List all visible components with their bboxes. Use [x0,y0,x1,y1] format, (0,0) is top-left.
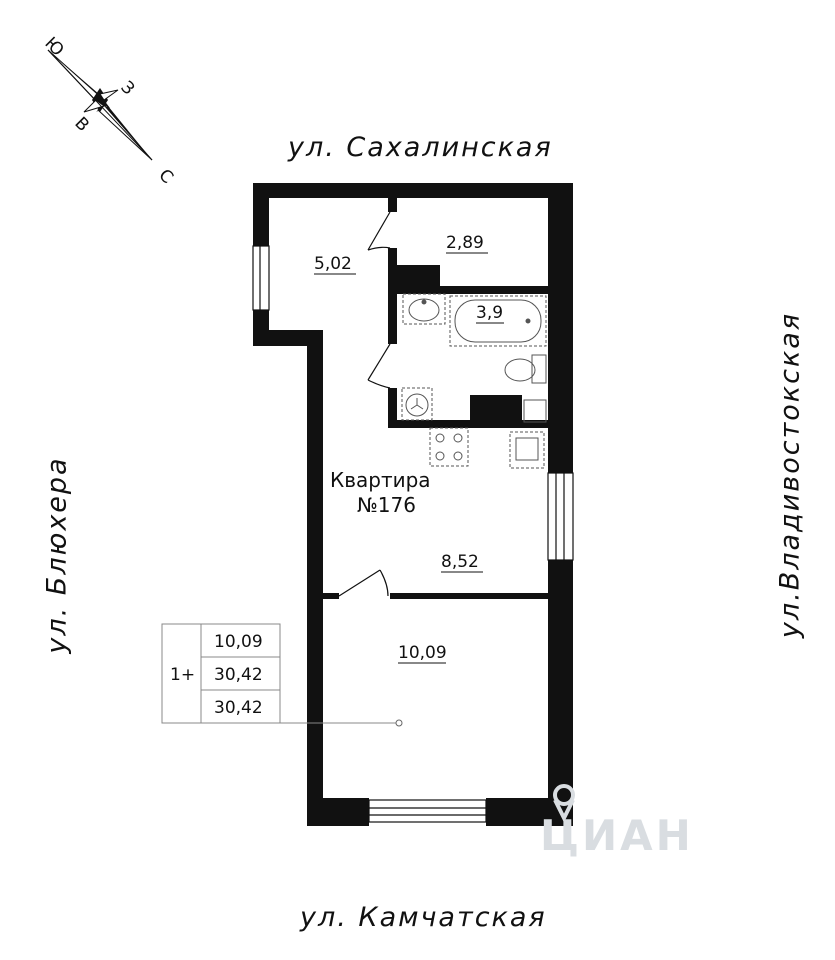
compass-east-label: В [70,113,92,135]
shelf-icon [523,399,547,423]
room-area-storage: 2,89 [446,233,484,253]
location-pin-icon [553,784,575,806]
walls [253,183,573,826]
area-summary-table: 1+ 10,09 30,42 30,42 [161,623,403,727]
windows [252,245,574,823]
watermark-text: ЦИАН [540,811,694,860]
bathtub-icon [449,295,547,347]
cian-watermark: ЦИАН [540,784,694,860]
sink-icon [402,293,446,325]
compass-west-label: З [116,77,138,99]
compass-south-label: Ю [40,33,67,60]
room-area-hall: 5,02 [314,254,352,274]
room-area-bathroom: 3,9 [476,303,503,323]
room-area-bedroom: 10,09 [398,643,447,663]
summary-rooms-code: 1+ [170,665,195,685]
summary-total-area: 30,42 [214,665,263,685]
compass-north-label: С [154,165,177,188]
summary-total-area-with-balcony: 30,42 [214,698,263,718]
street-label-top: ул. Сахалинская [288,132,553,163]
summary-living-area: 10,09 [214,632,263,652]
apartment-number: №176 [357,493,416,517]
fixtures [401,293,547,469]
apartment-title: Квартира [330,468,431,492]
doors [330,211,391,597]
washing-machine-icon [401,387,433,421]
stove-icon [429,427,469,467]
kitchen-sink-icon [509,431,545,469]
toilet-icon [531,354,547,384]
compass-rose-icon: Ю С З В [40,33,177,188]
room-area-kitchen-living: 8,52 [441,552,479,572]
street-label-bottom: ул. Камчатская [300,902,547,933]
